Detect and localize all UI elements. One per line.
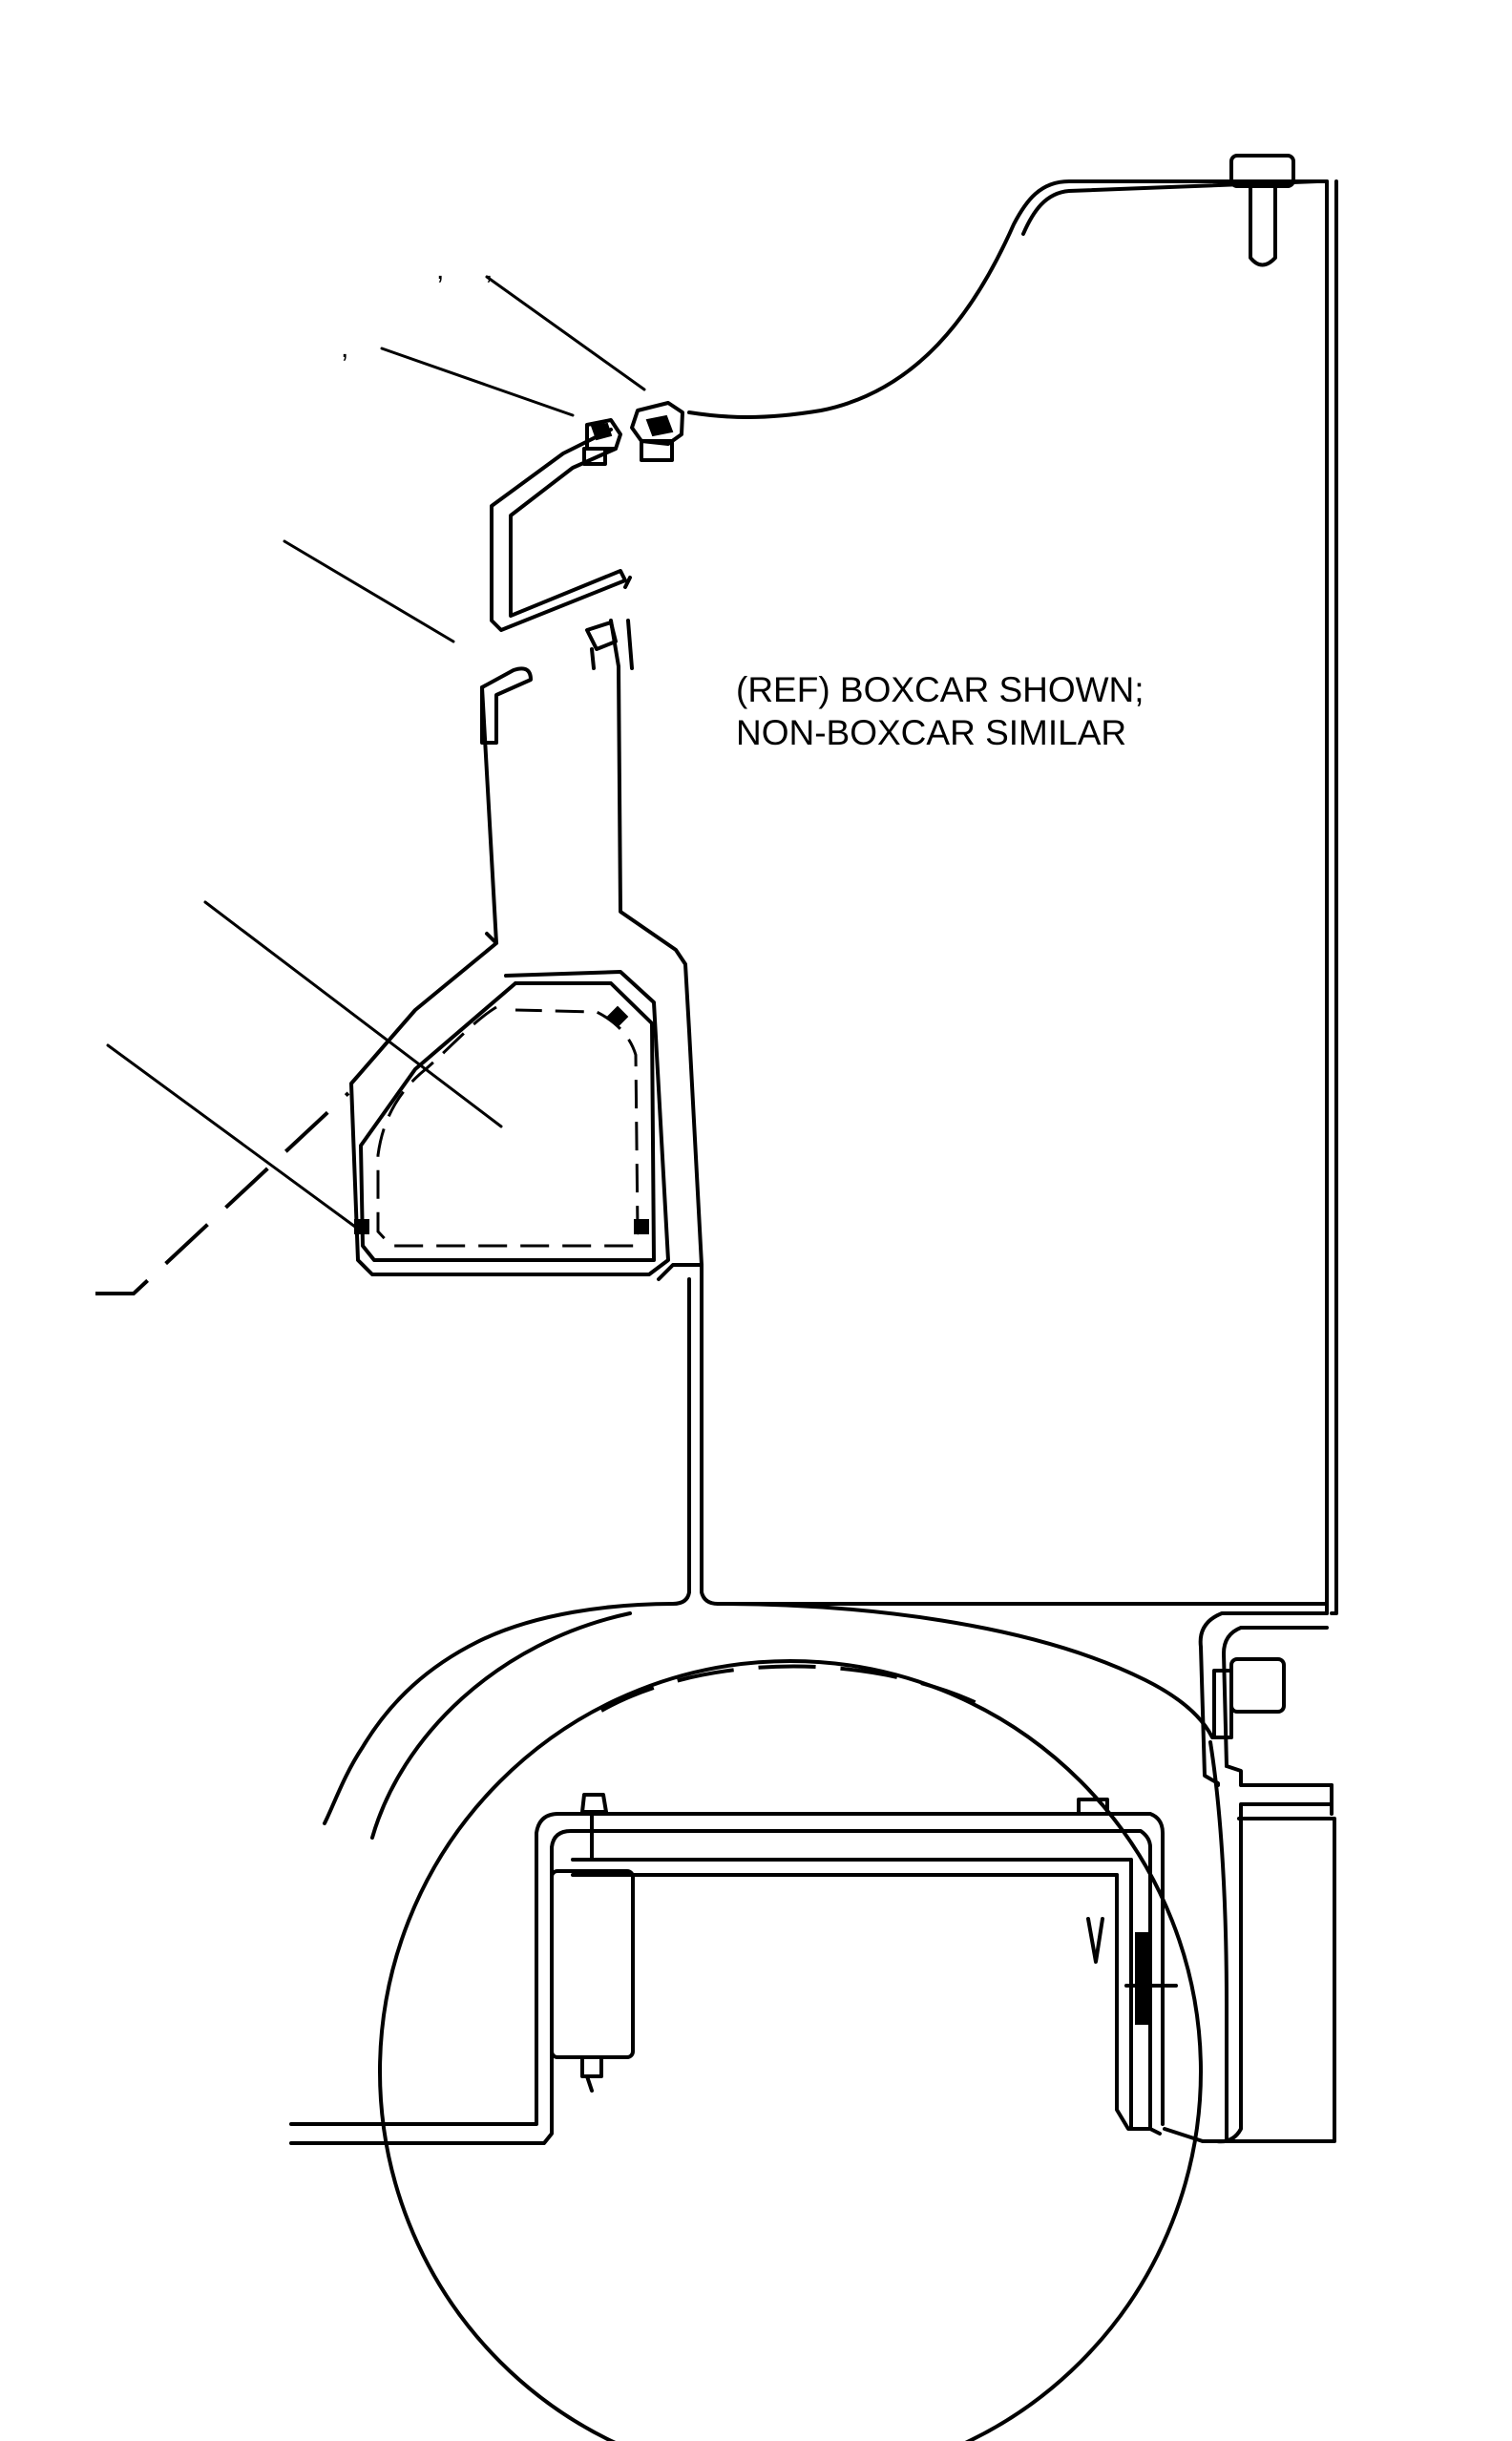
fastener xyxy=(634,1219,649,1234)
lower-chassis xyxy=(289,1793,1178,2145)
body-outline xyxy=(687,154,1338,1615)
leader-line-6 xyxy=(95,1091,350,1295)
cylinder xyxy=(550,1869,635,2059)
lower-right-bracket xyxy=(1198,1611,1334,1825)
reference-note: (REF) BOXCAR SHOWN; NON-BOXCAR SIMILAR xyxy=(736,668,1144,754)
fastener xyxy=(606,1005,629,1028)
fastener xyxy=(354,1219,369,1234)
upper-bracket xyxy=(490,401,684,632)
wheel-arc xyxy=(370,1602,1228,2140)
leader-line-1 xyxy=(485,275,646,391)
detail-circle-dashed-arc xyxy=(600,1664,994,1713)
leader-line-2 xyxy=(380,347,575,417)
top-bolt xyxy=(1229,154,1295,188)
fitting-left xyxy=(582,418,622,466)
reference-note-line-2: NON-BOXCAR SIMILAR xyxy=(736,713,1127,752)
vertical-pipe xyxy=(323,1263,1329,1825)
callout-tick-1: , xyxy=(436,254,445,285)
leader-lines xyxy=(95,275,646,1295)
leader-line-3 xyxy=(283,539,455,643)
leader-line-4 xyxy=(203,900,503,1128)
callout-tick-2: , xyxy=(485,254,494,285)
mid-column xyxy=(349,619,704,1276)
callout-tick-3: , xyxy=(341,332,349,364)
fitting-right xyxy=(630,401,684,462)
reference-note-line-1: (REF) BOXCAR SHOWN; xyxy=(736,670,1144,709)
leader-line-5 xyxy=(106,1043,357,1229)
detail-circle xyxy=(378,1659,1203,2441)
lower-bolt xyxy=(1229,1657,1286,1714)
